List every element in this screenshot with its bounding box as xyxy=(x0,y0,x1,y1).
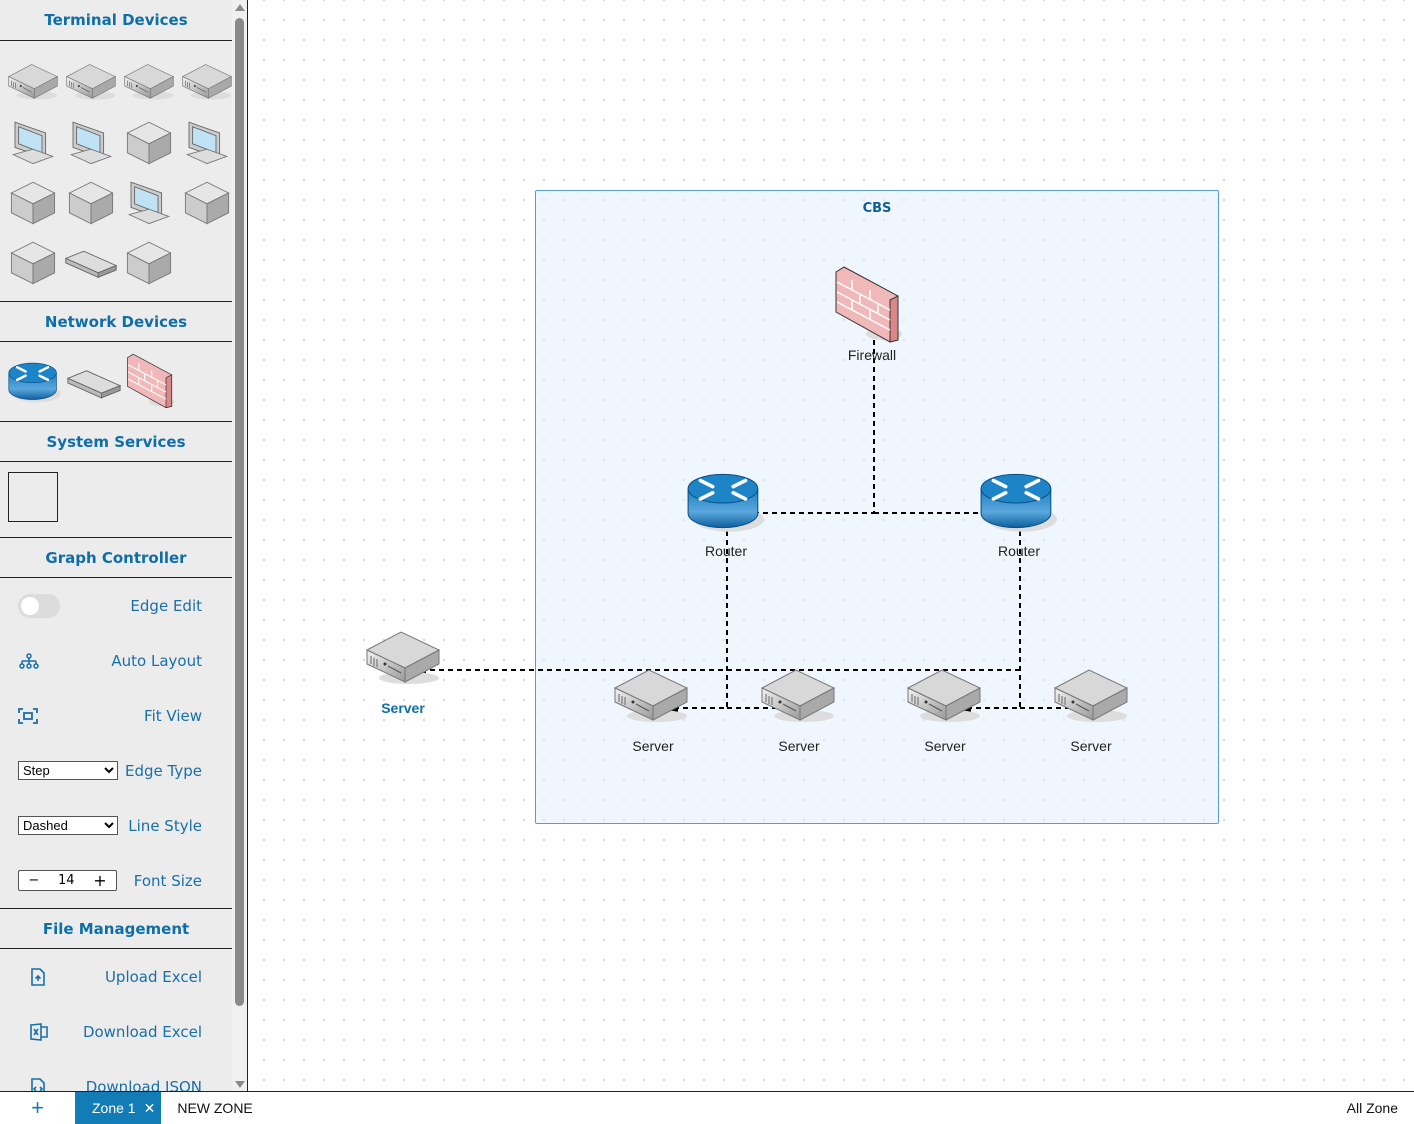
server-icon xyxy=(611,666,691,726)
node-router-2[interactable]: Router xyxy=(977,466,1059,559)
terminal-devices-header: Terminal Devices xyxy=(0,0,232,41)
download-json-button[interactable]: Download JSON xyxy=(0,1059,232,1091)
font-size-row: − 14 + Font Size xyxy=(0,853,232,908)
download-json-label: Download JSON xyxy=(85,1077,202,1092)
all-zone-button[interactable]: All Zone xyxy=(1346,1100,1398,1116)
server-icon xyxy=(363,628,443,688)
zone-title: CBS xyxy=(862,201,892,216)
scroll-up-icon[interactable] xyxy=(235,4,245,11)
excel-file-icon xyxy=(30,1022,48,1041)
firewall-icon[interactable] xyxy=(126,352,176,412)
scroll-down-icon[interactable] xyxy=(235,1081,245,1088)
edge-type-select[interactable]: Step xyxy=(18,761,118,780)
increment-button[interactable]: + xyxy=(93,871,107,890)
scanner-icon[interactable] xyxy=(180,113,232,171)
fit-view-icon xyxy=(18,707,38,724)
hierarchy-icon xyxy=(19,652,39,669)
node-server-3[interactable]: Server xyxy=(904,666,984,754)
file-management-header: File Management xyxy=(0,908,232,949)
node-label: Server xyxy=(381,700,425,716)
switch-icon[interactable] xyxy=(66,362,122,402)
node-server-4[interactable]: Server xyxy=(1051,666,1131,754)
download-excel-label: Download Excel xyxy=(82,1022,202,1041)
font-size-stepper[interactable]: − 14 + xyxy=(18,870,117,891)
line-style-select[interactable]: Dashed xyxy=(18,816,118,835)
printer-icon[interactable] xyxy=(122,113,176,171)
tab-label: Zone 1 xyxy=(92,1100,136,1116)
server-card-icon[interactable] xyxy=(122,53,176,111)
node-router-1[interactable]: Router xyxy=(684,466,766,559)
graph-controller-header: Graph Controller xyxy=(0,537,232,578)
decrement-button[interactable]: − xyxy=(28,873,40,888)
desktop-icon[interactable] xyxy=(6,113,60,171)
upload-excel-label: Upload Excel xyxy=(104,967,202,986)
node-label: Server xyxy=(1070,738,1112,754)
node-server-2[interactable]: Server xyxy=(758,666,838,754)
tab-zone-1[interactable]: Zone 1 ✕ xyxy=(75,1092,162,1124)
server-icon[interactable] xyxy=(6,53,60,111)
close-icon[interactable]: ✕ xyxy=(143,1099,156,1116)
graph-canvas[interactable] xyxy=(248,0,1414,1091)
json-file-icon xyxy=(31,1077,45,1091)
wireless-router-icon[interactable] xyxy=(64,233,118,291)
server-icon xyxy=(1051,666,1131,726)
sidebar-scrollbar[interactable] xyxy=(232,0,247,1091)
fit-view-label: Fit View xyxy=(144,706,202,725)
router-icon[interactable] xyxy=(6,354,62,410)
file-upload-icon xyxy=(31,967,45,986)
node-label: Server xyxy=(778,738,820,754)
server-db-icon[interactable] xyxy=(64,53,118,111)
server-icon xyxy=(904,666,984,726)
edge-type-label: Edge Type xyxy=(125,761,202,780)
auto-layout-label: Auto Layout xyxy=(111,651,202,670)
ip-phone-icon[interactable] xyxy=(6,173,60,231)
node-label: Router xyxy=(704,543,748,559)
satellite-dish-icon[interactable] xyxy=(122,233,176,291)
node-label: Router xyxy=(997,543,1041,559)
divider xyxy=(247,0,248,1091)
zone-tab-bar: + Zone 1 ✕ NEW ZONE All Zone xyxy=(0,1091,1414,1124)
sidebar: Terminal Devices Network Devices System … xyxy=(0,0,232,1091)
add-zone-button[interactable]: + xyxy=(31,1095,44,1120)
line-style-label: Line Style xyxy=(128,816,202,835)
rack-icon[interactable] xyxy=(180,173,232,231)
tab-new-zone[interactable]: NEW ZONE xyxy=(177,1100,253,1116)
server-card2-icon[interactable] xyxy=(180,53,232,111)
scroll-thumb[interactable] xyxy=(235,18,244,1006)
fit-view-button[interactable]: Fit View xyxy=(0,688,232,743)
network-devices-header: Network Devices xyxy=(0,301,232,342)
upload-excel-button[interactable]: Upload Excel xyxy=(0,949,232,1004)
edge-edit-row: Edge Edit xyxy=(0,578,232,633)
camera-icon[interactable] xyxy=(6,233,60,291)
system-services-header: System Services xyxy=(0,421,232,462)
server-icon xyxy=(758,666,838,726)
system-services-palette xyxy=(0,462,232,537)
node-label: Server xyxy=(924,738,966,754)
terminal-devices-palette xyxy=(0,41,232,301)
router-icon xyxy=(977,466,1059,538)
node-label: Firewall xyxy=(847,347,897,363)
service-box-icon[interactable] xyxy=(8,472,58,522)
touch-panel-icon[interactable] xyxy=(122,173,176,231)
node-server-1[interactable]: Server xyxy=(611,666,691,754)
fax-icon[interactable] xyxy=(64,173,118,231)
node-firewall[interactable]: Firewall xyxy=(834,266,904,363)
edge-type-row: Step Edge Type xyxy=(0,743,232,798)
network-devices-palette xyxy=(0,342,232,421)
edge-edit-label: Edge Edit xyxy=(130,596,202,615)
line-style-row: Dashed Line Style xyxy=(0,798,232,853)
auto-layout-button[interactable]: Auto Layout xyxy=(0,633,232,688)
laptop-icon[interactable] xyxy=(64,113,118,171)
firewall-icon xyxy=(834,266,904,346)
node-label: Server xyxy=(632,738,674,754)
router-icon xyxy=(684,466,766,538)
font-size-label: Font Size xyxy=(133,871,202,890)
node-server-external[interactable]: Server xyxy=(363,628,443,716)
edge-edit-toggle[interactable] xyxy=(18,593,60,618)
download-excel-button[interactable]: Download Excel xyxy=(0,1004,232,1059)
font-size-value: 14 xyxy=(57,873,75,888)
